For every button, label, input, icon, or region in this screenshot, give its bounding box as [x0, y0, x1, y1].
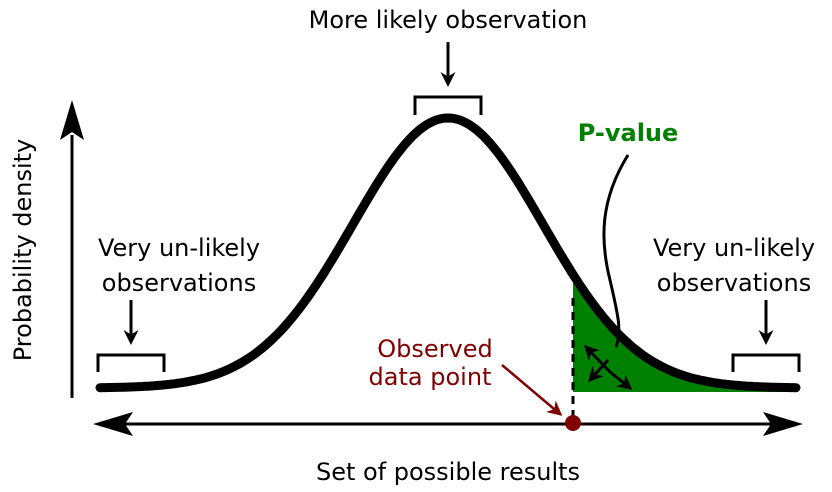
- y-axis-arrow: [60, 100, 84, 398]
- left-label-2: observations: [102, 269, 256, 297]
- left-bracket: [96, 353, 166, 372]
- p-value-area: [573, 274, 798, 392]
- top-label: More likely observation: [309, 6, 588, 34]
- right-label-1: Very un-likely: [653, 234, 815, 262]
- x-axis-label: Set of possible results: [316, 458, 580, 486]
- double-arrow-icon-2: [609, 370, 633, 390]
- double-arrow-icon-3: [587, 358, 610, 383]
- right-bracket: [731, 353, 801, 372]
- observed-label-1: Observed: [377, 335, 492, 363]
- y-axis-label: Probability density: [9, 139, 37, 362]
- p-value-pointer-line: [602, 154, 630, 348]
- observed-data-point: [565, 415, 581, 431]
- observed-label-2: data point: [369, 363, 492, 391]
- observed-arrow: [501, 364, 563, 416]
- top-bracket: [413, 95, 483, 115]
- double-arrow-icon: [583, 344, 612, 374]
- right-label-2: observations: [657, 269, 811, 297]
- left-label-1: Very un-likely: [98, 234, 260, 262]
- p-value-label: P-value: [578, 119, 679, 147]
- normal-curve: [95, 113, 801, 393]
- x-axis-arrow: [93, 412, 803, 436]
